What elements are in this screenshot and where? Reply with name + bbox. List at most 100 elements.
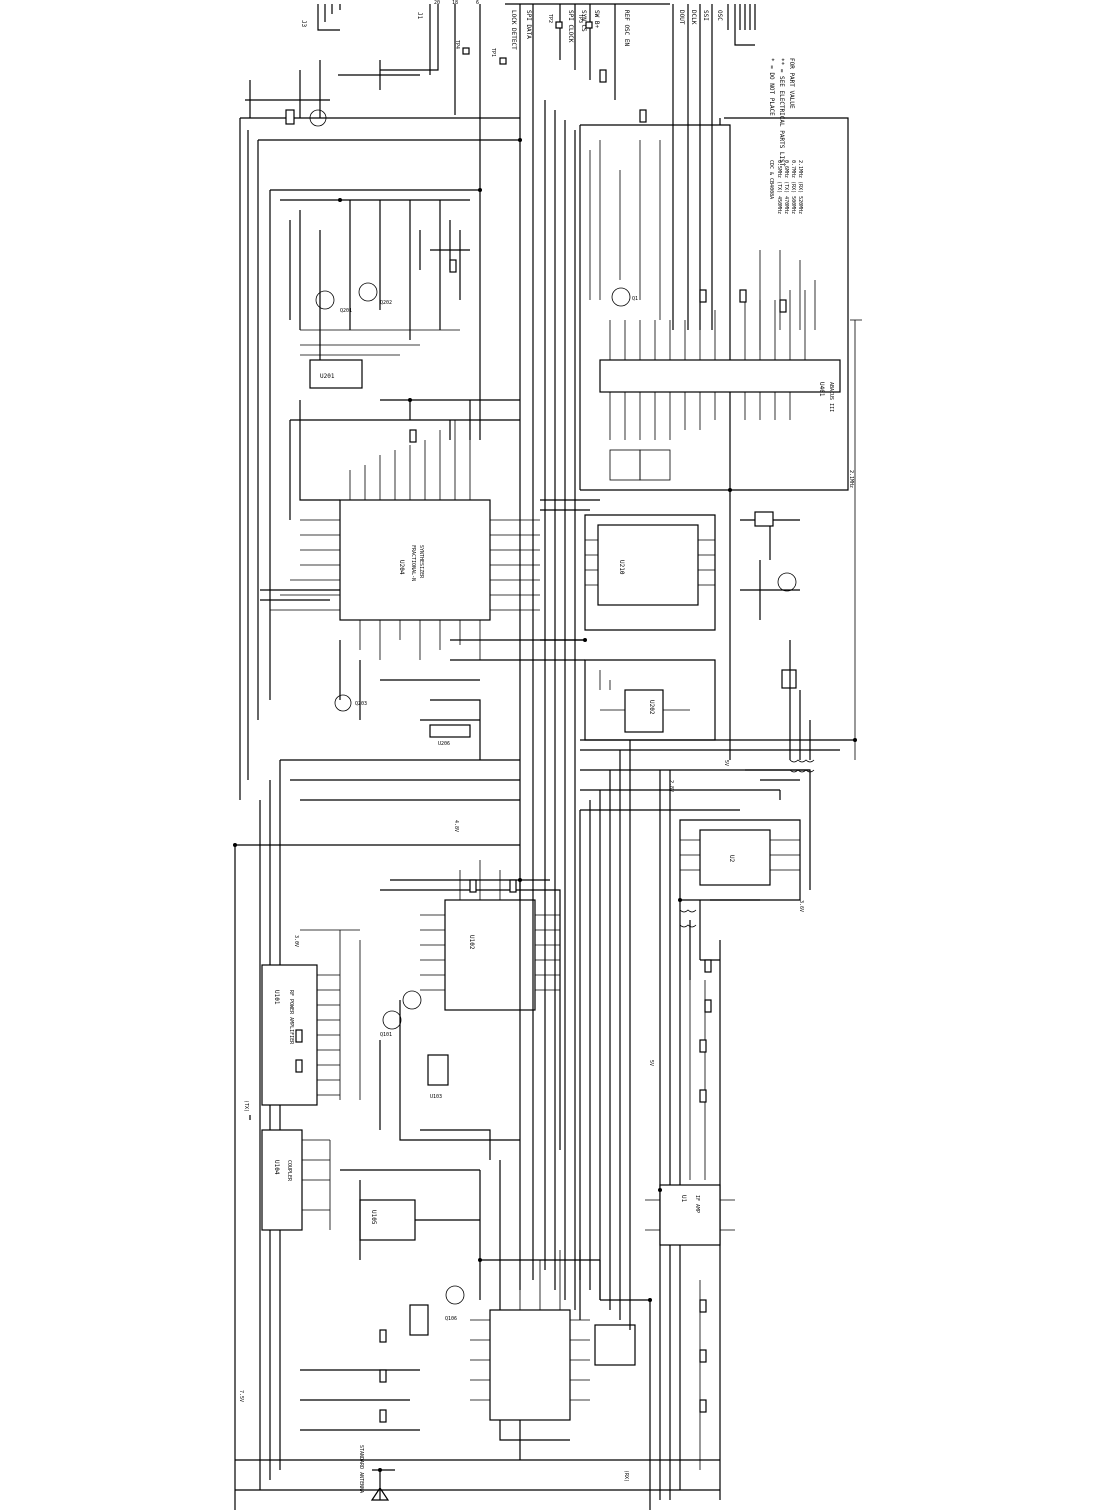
crystal-y201	[754, 511, 774, 527]
j1-pin-20: 20	[434, 0, 440, 6]
vco-section: Q201 Q202 U201	[280, 199, 520, 520]
ic-u2	[699, 829, 771, 886]
junction-dots	[233, 138, 857, 1472]
ic-u102-block: U102	[420, 860, 560, 1011]
signal-ref-osc-en: REF OSC EN	[623, 10, 630, 47]
transistor-osc	[777, 572, 797, 592]
q203-label: Q203	[355, 701, 367, 707]
crystal-block-a	[609, 449, 641, 481]
signal-dout: DOUT	[678, 10, 685, 25]
resistor-r1	[285, 109, 295, 125]
ic-u101-block: U101 RF POWER AMPLIFIER	[261, 964, 340, 1106]
u206-label: U206	[438, 741, 450, 747]
freq-note-0: CDC & CB4008A	[768, 160, 774, 199]
u2-label: U2	[728, 855, 735, 863]
net-v48: 4.8V	[453, 820, 459, 832]
note-part-value: FOR PART VALUE	[788, 58, 795, 109]
q1-label: Q1	[632, 296, 638, 302]
transistor-q101	[382, 1010, 402, 1030]
freq-note-1: 0.5MHz (TX) 450MHz	[776, 160, 782, 214]
transistor-q201	[315, 290, 335, 310]
ic-u204-block: U204 FRACTIONAL-N SYNTHESIZER	[270, 420, 540, 660]
crystal-block-b	[639, 449, 671, 481]
ic-lower-block	[470, 1250, 590, 1421]
connector-j3: J3	[300, 4, 341, 31]
notes-block: * = DO NOT PLACE ** = SEE ELECTRICAL PAR…	[768, 58, 795, 167]
u105-label: U105	[370, 1210, 377, 1225]
test-point-tp2-label: TP2	[547, 14, 553, 23]
q202-label: Q202	[380, 300, 392, 306]
u401-sub: ABACUS III	[828, 382, 834, 412]
test-point-tp1	[499, 57, 507, 65]
u204-sub-2: SYNTHESIZER	[418, 545, 424, 579]
ic-u104-block: U104 COUPLER	[261, 1129, 303, 1231]
net-v5: 5V	[723, 760, 729, 766]
ic-u1	[659, 1184, 721, 1246]
transistor-q202	[358, 282, 378, 302]
transistor-q203	[334, 694, 352, 712]
u204-sub-1: FRACTIONAL-N	[410, 545, 416, 581]
u104-sub: COUPLER	[286, 1160, 292, 1182]
net-v30: 3.0V	[293, 935, 299, 947]
diode-d1	[309, 109, 327, 127]
note-do-not-place: * = DO NOT PLACE	[768, 58, 775, 116]
net-rx: (RX)	[623, 1470, 629, 1482]
transistor-q106	[445, 1285, 465, 1305]
ic-u204	[339, 499, 491, 621]
q201-label: Q201	[340, 308, 352, 314]
q106-label: Q106	[445, 1316, 457, 1322]
connector-j1: J1 20 18 6	[380, 0, 481, 440]
j1-pin-18: 18	[452, 0, 458, 6]
crystal-y1	[781, 669, 797, 689]
test-point-tp3	[585, 21, 593, 29]
net-v36: 3.6V	[798, 900, 804, 912]
ic-u206	[429, 724, 471, 738]
signal-spi-clock: SPI CLOCK	[567, 10, 574, 43]
net-tx: (TX)	[243, 1100, 249, 1112]
ic-u210-block: U210	[584, 514, 716, 631]
transistor-q102	[402, 990, 422, 1010]
note-see-parts-list: ** = SEE ELECTRICAL PARTS LIST	[778, 58, 785, 167]
net-v75: 7.5V	[238, 1390, 244, 1402]
u104-label: U104	[273, 1160, 280, 1175]
freq-note-2: 0.6MHz (TX) 470MHz	[783, 160, 789, 214]
connector-j1-label: J1	[416, 12, 423, 20]
u204-label: U204	[398, 560, 405, 575]
u101-label: U101	[273, 990, 280, 1005]
signal-ssi: SSI	[702, 10, 709, 21]
ic-u202	[624, 689, 664, 733]
ic-u108	[594, 1324, 636, 1366]
test-point-tp4	[462, 47, 470, 55]
ic-u105-block: U105	[359, 1199, 416, 1241]
u102-label: U102	[468, 935, 475, 950]
signal-spi-data: SPI DATA	[525, 10, 532, 39]
ic-u401	[599, 359, 841, 393]
ic-u104	[261, 1129, 303, 1231]
net-labels: 2.8V 5V 5V 4.8V 7.5V 3.6V 3.0V (RX) (TX)	[238, 760, 804, 1482]
signal-syn-cs: SYN CS	[580, 10, 587, 32]
signal-dclk: DCLK	[690, 10, 697, 25]
u201-label: U201	[320, 373, 335, 380]
ic-u401-block: U401 ABACUS III Q1	[579, 117, 849, 491]
net-v28: 2.8V	[668, 780, 674, 792]
ic-u210	[597, 524, 699, 606]
ic-u1-block: U1 IF AMP	[645, 1184, 735, 1246]
ic-u201	[309, 359, 363, 389]
ic-u102	[444, 899, 536, 1011]
ic-u202-block: U202	[584, 659, 716, 741]
u401-label: U401	[818, 382, 825, 397]
test-point-tp3-label: TP3	[577, 14, 583, 23]
u202-label: U202	[648, 700, 655, 715]
signal-lock-detect: LOCK DETECT	[510, 10, 517, 50]
clock-label: 2.1MHz	[848, 470, 854, 488]
ic-u105	[359, 1199, 416, 1241]
signal-osc: OSC	[716, 10, 723, 21]
ic-u2-block: U2	[679, 819, 801, 901]
test-point-tp1-label: TP1	[490, 48, 496, 57]
ic-u107	[409, 1304, 429, 1336]
freq-note-4: 2.1MHz (RX) 520MHz	[797, 160, 803, 214]
passive-components	[295, 69, 787, 1423]
test-point-tp4-label: TP4	[454, 40, 460, 49]
u210-label: U210	[618, 560, 625, 575]
